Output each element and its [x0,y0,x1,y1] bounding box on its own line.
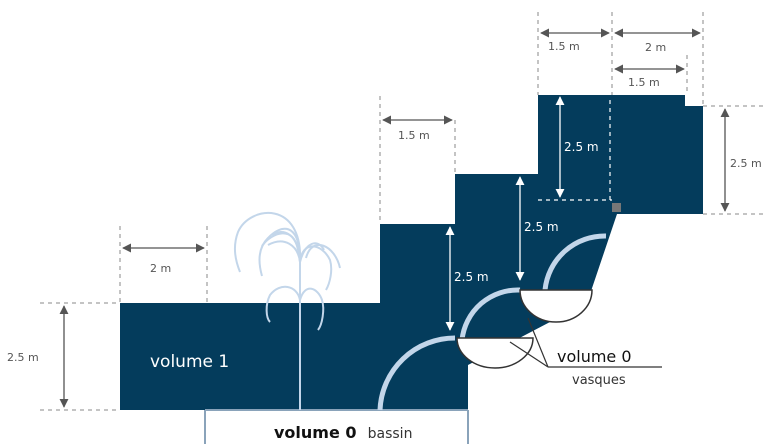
vasque-bowl-icon-2 [519,289,593,323]
arc-bottom [377,335,456,411]
inner-dashed-guides [538,100,612,201]
fountain-jet-icon [258,227,341,410]
fountain-jet-outer [233,212,302,273]
vasques-title: volume 0 [557,347,632,366]
bassin-label-bold: volume 0 [274,423,357,442]
outer-dimensions [59,28,730,408]
vasque-pointer-2 [527,317,549,368]
dim-inner-2-5-a: 2.5 m [564,140,599,154]
dim-mid-1-5: 1.5 m [398,129,430,142]
bassin-outline [204,409,469,444]
dim-top-1-5: 1.5 m [548,40,580,53]
corner-marker [612,203,621,212]
inner-dimensions [445,96,565,331]
dim-inner-2-5-c: 2.5 m [454,270,489,284]
dim-left-2-5: 2.5 m [7,351,39,364]
dim-top-inner-1-5: 1.5 m [628,76,660,89]
volume1-label: volume 1 [150,352,229,372]
dim-left-2: 2 m [150,262,171,275]
dim-top-2: 2 m [645,41,666,54]
bassin-label-suffix: bassin [368,426,413,442]
vasque-pointer [509,341,549,368]
bassin-label: volume 0 bassin [274,423,412,442]
dim-right-2-5: 2.5 m [730,157,762,170]
arc-mid [459,287,521,341]
vasque-bowl-icon [456,337,534,369]
dim-inner-2-5-b: 2.5 m [524,220,559,234]
vasques-subtitle: vasques [572,373,626,388]
dashed-guides [40,12,767,411]
arc-top [542,233,607,291]
